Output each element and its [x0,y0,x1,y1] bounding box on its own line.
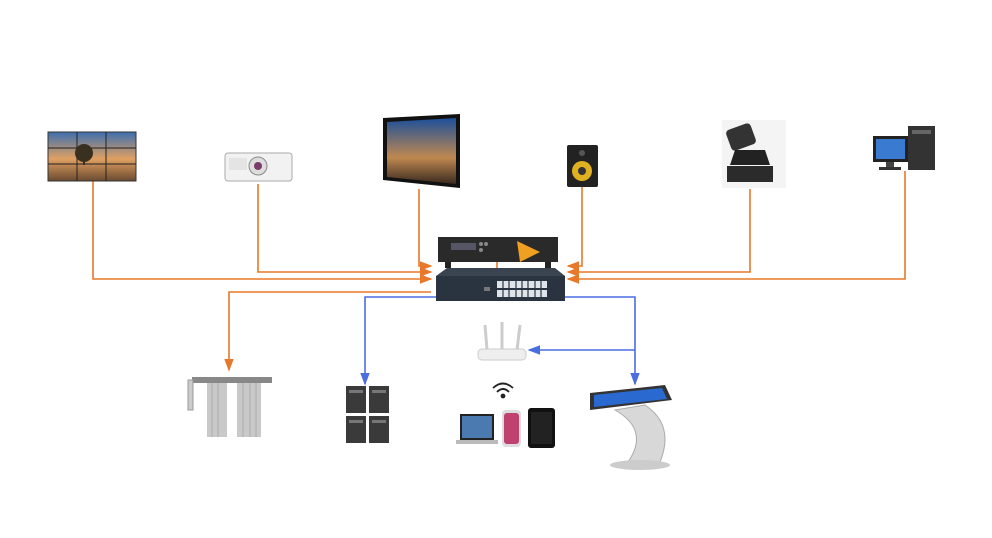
link-video-wall [92,181,433,284]
desktop-pc-icon [873,126,935,170]
curtain-icon [187,377,272,437]
link-servers [360,296,436,386]
wifi-icon [492,382,514,399]
router-icon [477,322,527,361]
servers-icon [346,386,389,443]
tablet-icon [528,408,555,448]
controller-icon [438,237,558,268]
speaker-icon [567,145,598,187]
video-wall-icon [47,131,137,182]
laptop-icon [456,414,498,444]
link-moving-head [566,189,751,277]
link-curtain [224,291,431,372]
network-switch-icon [436,268,565,301]
network-links [360,296,640,386]
projector-icon [224,152,293,182]
link-desktop-pc [566,171,906,284]
moving-head-light-icon [722,120,786,188]
link-speaker [566,187,583,271]
display-icon [383,114,460,188]
smartphone-icon [502,410,521,447]
kiosk-icon [590,385,672,470]
link-projector [257,184,433,277]
link-display [418,189,433,271]
wired-links [92,171,906,372]
link-kiosk [564,296,640,386]
